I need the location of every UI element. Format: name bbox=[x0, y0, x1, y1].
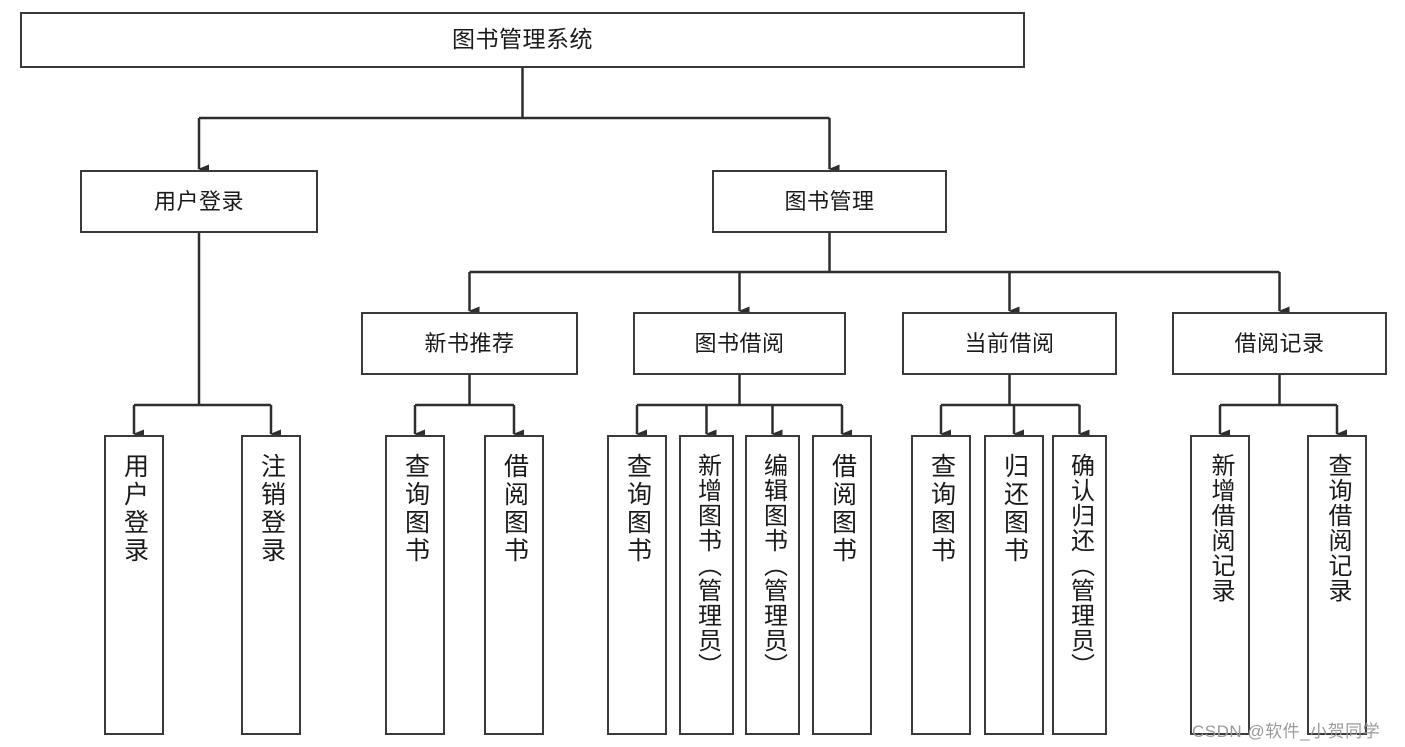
node-leaf-new-2[interactable]: 借阅图书 bbox=[484, 435, 544, 735]
node-login[interactable]: 用户登录 bbox=[80, 170, 318, 233]
node-label: 图书借阅 bbox=[694, 330, 785, 356]
node-records[interactable]: 借阅记录 bbox=[1172, 312, 1387, 375]
node-label: 注销登录 bbox=[257, 453, 286, 565]
node-leaf-cur-1[interactable]: 查询图书 bbox=[911, 435, 971, 735]
node-label: 图书管理系统 bbox=[452, 26, 593, 53]
node-leaf-bor-4[interactable]: 借阅图书 bbox=[812, 435, 872, 735]
node-label: 编辑图书（管理员） bbox=[759, 453, 787, 678]
node-label: 用户登录 bbox=[153, 188, 244, 214]
node-leaf-bor-1[interactable]: 查询图书 bbox=[607, 435, 667, 735]
node-label: 查询图书 bbox=[927, 453, 956, 565]
node-label: 借阅图书 bbox=[828, 453, 857, 565]
node-leaf-rec-1[interactable]: 新增借阅记录 bbox=[1190, 435, 1250, 735]
watermark-text: CSDN @软件_小贺同学 bbox=[1192, 722, 1381, 741]
node-bookmgmt[interactable]: 图书管理 bbox=[712, 170, 947, 233]
node-leaf-cur-3[interactable]: 确认归还（管理员） bbox=[1052, 435, 1107, 735]
node-leaf-bor-3[interactable]: 编辑图书（管理员） bbox=[745, 435, 800, 735]
node-label: 图书管理 bbox=[784, 188, 875, 214]
node-label: 确认归还（管理员） bbox=[1066, 453, 1094, 678]
node-label: 新书推荐 bbox=[424, 330, 515, 356]
node-leaf-login-2[interactable]: 注销登录 bbox=[241, 435, 301, 735]
node-label: 借阅记录 bbox=[1234, 330, 1325, 356]
node-label: 新增借阅记录 bbox=[1207, 453, 1234, 603]
node-leaf-rec-2[interactable]: 查询借阅记录 bbox=[1307, 435, 1367, 735]
node-label: 借阅图书 bbox=[500, 453, 529, 565]
node-leaf-bor-2[interactable]: 新增图书（管理员） bbox=[679, 435, 734, 735]
node-newbooks[interactable]: 新书推荐 bbox=[361, 312, 578, 375]
edge-group bbox=[132, 68, 1347, 439]
node-label: 查询借阅记录 bbox=[1324, 453, 1351, 603]
node-label: 新增图书（管理员） bbox=[693, 453, 721, 678]
node-current[interactable]: 当前借阅 bbox=[902, 312, 1117, 375]
node-label: 当前借阅 bbox=[964, 330, 1055, 356]
node-label: 查询图书 bbox=[401, 453, 430, 565]
node-root[interactable]: 图书管理系统 bbox=[20, 12, 1025, 68]
node-label: 用户登录 bbox=[120, 453, 149, 565]
node-label: 查询图书 bbox=[623, 453, 652, 565]
node-leaf-login-1[interactable]: 用户登录 bbox=[104, 435, 164, 735]
node-borrow[interactable]: 图书借阅 bbox=[633, 312, 846, 375]
node-leaf-new-1[interactable]: 查询图书 bbox=[385, 435, 445, 735]
node-leaf-cur-2[interactable]: 归还图书 bbox=[984, 435, 1044, 735]
node-label: 归还图书 bbox=[1000, 453, 1029, 565]
